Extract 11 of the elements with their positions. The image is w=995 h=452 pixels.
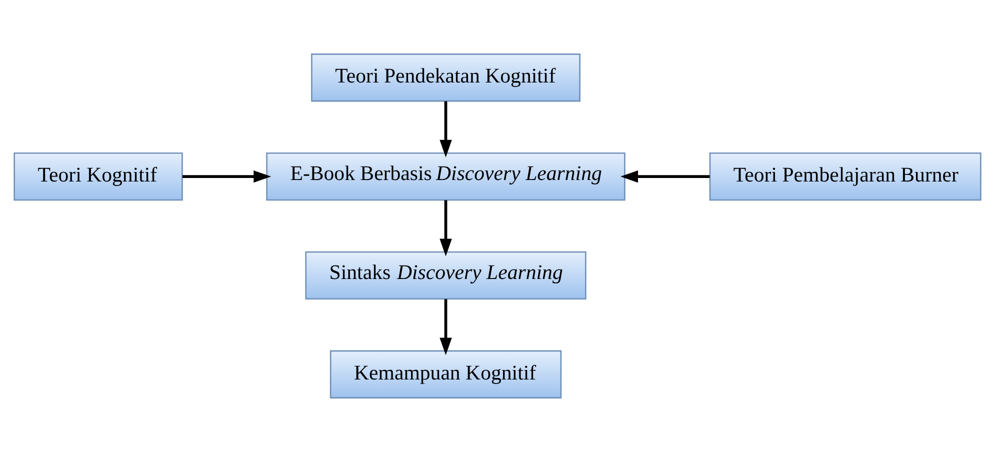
node-box: Sintaks Discovery Learning xyxy=(305,251,586,300)
arrow xyxy=(620,170,710,183)
arrow xyxy=(182,170,272,183)
arrow xyxy=(440,101,452,158)
node-box: Kemampuan Kognitif xyxy=(330,350,562,398)
arrow xyxy=(440,200,452,256)
node-box: Teori Kognitif xyxy=(14,152,183,201)
node-box: E-Book Berbasis Discovery Learning xyxy=(266,152,626,201)
node-box: Teori Pembelajaran Burner xyxy=(709,152,982,201)
arrow xyxy=(440,299,452,356)
node-box: Teori Pendekatan Kognitif xyxy=(311,54,580,102)
